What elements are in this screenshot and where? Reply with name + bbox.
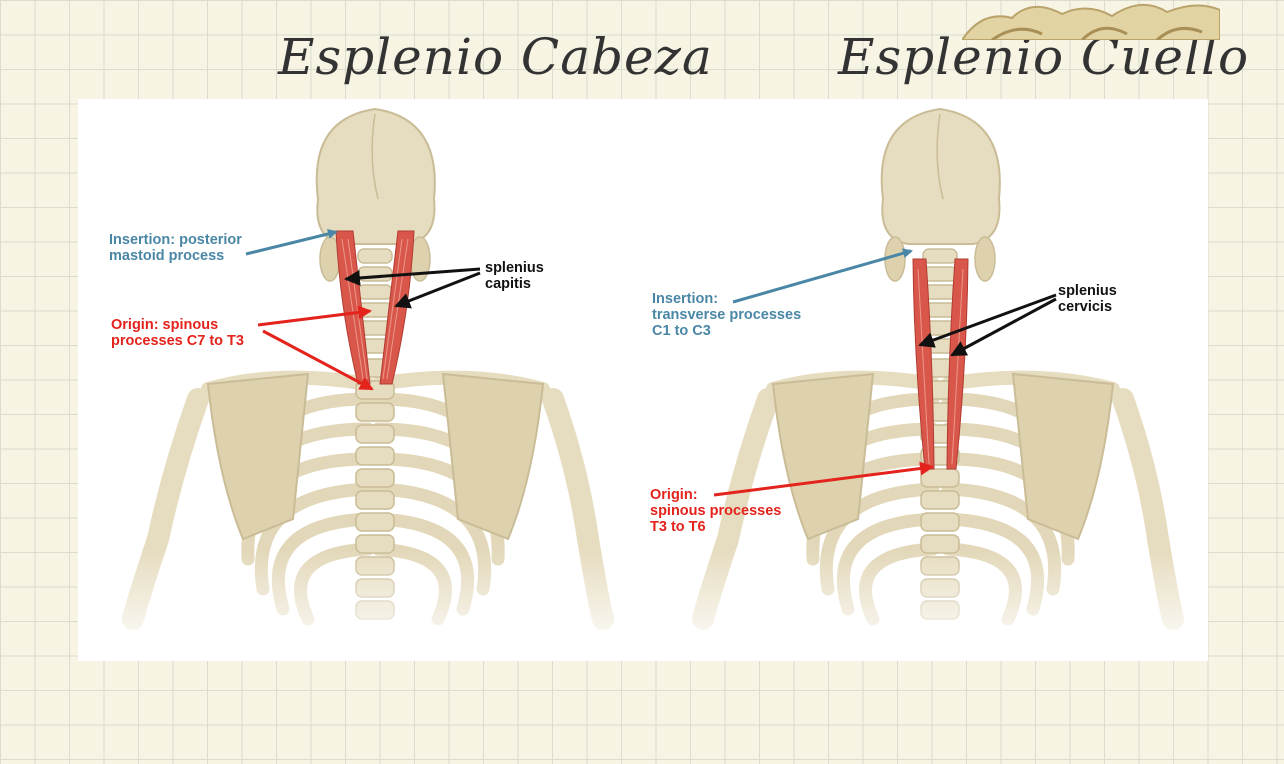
anatomy-illustration bbox=[78, 99, 1208, 661]
muscle-pointer-right-b bbox=[950, 297, 1057, 357]
insertion-arrow-right bbox=[732, 248, 913, 304]
origin-arrow-right bbox=[713, 461, 934, 497]
origin-arrow-left-a bbox=[257, 305, 372, 327]
insertion-label-left: Insertion: posterior mastoid process bbox=[109, 232, 242, 264]
title-esplenio-cabeza: Esplenio Cabeza bbox=[278, 28, 713, 86]
bone-fragment-image bbox=[962, 4, 1220, 40]
insertion-label-right: Insertion: transverse processes C1 to C3 bbox=[652, 291, 802, 339]
insertion-arrow-left bbox=[245, 229, 338, 256]
origin-label-left: Origin: spinous processes C7 to T3 bbox=[111, 317, 244, 349]
muscle-label-splenius-capitis: splenius capitis bbox=[485, 260, 544, 292]
muscle-pointer-left-a bbox=[344, 267, 481, 286]
muscle-pointer-left-b bbox=[394, 271, 481, 309]
anatomy-panel: Insertion: posterior mastoid process spl… bbox=[78, 99, 1208, 661]
origin-label-right: Origin: spinous processes T3 to T6 bbox=[650, 487, 782, 535]
origin-arrow-left-b bbox=[262, 329, 374, 391]
muscle-label-splenius-cervicis: splenius cervicis bbox=[1058, 283, 1117, 315]
muscle-pointer-right-a bbox=[918, 293, 1057, 348]
